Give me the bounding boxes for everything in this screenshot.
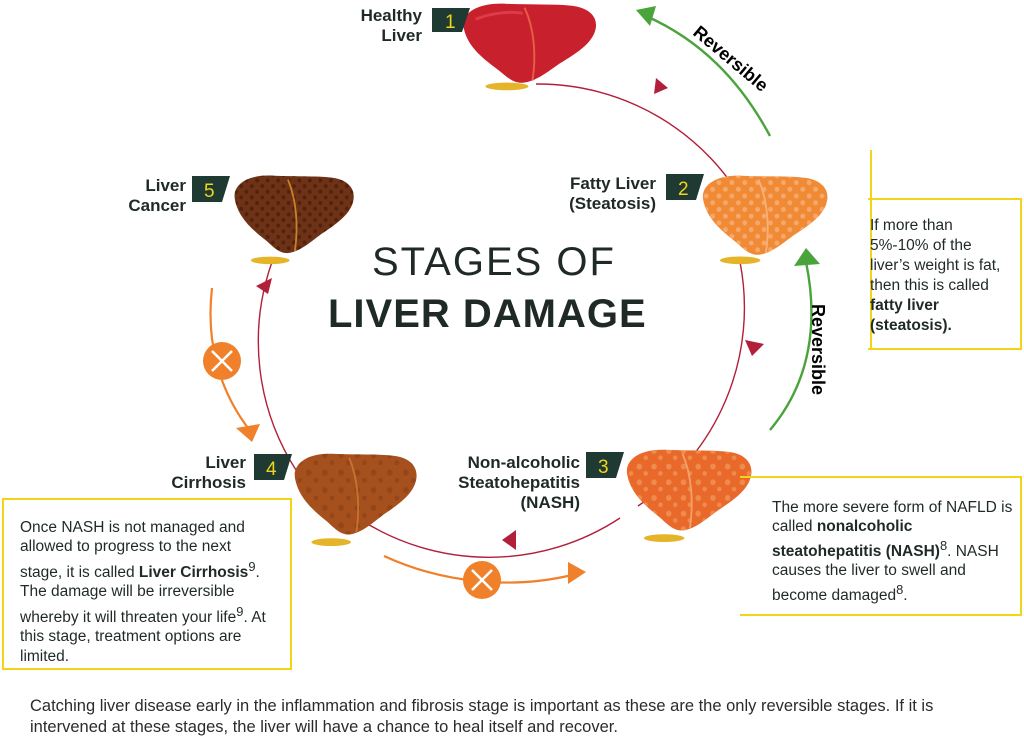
stage-label-fatty: Fatty Liver(Steatosis)	[569, 174, 656, 213]
cross-circle-icon	[203, 342, 241, 380]
stage-badge: 3	[586, 452, 624, 478]
liver-nash-icon	[626, 449, 752, 543]
stage-badge: 5	[192, 176, 230, 202]
arrowhead-icon	[568, 562, 586, 584]
note-fatty-connector	[870, 150, 872, 350]
arrowhead-icon	[502, 530, 516, 550]
note-cirrhosis-text: Once NASH is not managed and allowed to …	[20, 519, 266, 665]
liver-healthy-icon	[463, 3, 597, 91]
note-nash-edge	[740, 476, 742, 616]
note-fatty-text: If more than 5%-10% of the liver’s weigh…	[870, 217, 1001, 334]
svg-text:1: 1	[445, 12, 456, 33]
arrowhead-icon	[745, 340, 764, 356]
reversible-label: Reversible	[808, 304, 828, 395]
arrowhead-icon	[654, 78, 668, 94]
cross-circle-icon	[463, 561, 501, 599]
irreversible-arrows	[203, 287, 586, 599]
liver-cancer-icon	[234, 175, 354, 265]
liver-fatty-icon	[702, 175, 828, 265]
stage-badge: 4	[254, 454, 292, 480]
arrowhead-icon	[636, 6, 656, 26]
note-fatty-liver	[868, 198, 1022, 350]
note-cirrhosis	[2, 498, 292, 670]
stage-badge: 1	[432, 8, 470, 33]
svg-text:4: 4	[266, 459, 277, 480]
svg-text:3: 3	[598, 457, 609, 478]
liver-cirrhosis-icon	[294, 453, 417, 547]
note-fatty-frame	[868, 198, 1022, 350]
svg-text:2: 2	[678, 179, 689, 200]
arrowhead-icon	[794, 248, 820, 266]
note-nash-text: The more severe form of NAFLD is called …	[772, 499, 1013, 605]
title-line-2: LIVER DAMAGE	[328, 292, 647, 336]
arrowhead-icon	[256, 278, 272, 294]
title-line-1: STAGES OF	[372, 240, 616, 284]
reversible-arrows	[636, 6, 820, 431]
footer-text: Catching liver disease early in the infl…	[30, 697, 934, 736]
reversible-label: Reversible	[689, 22, 772, 96]
arrowhead-icon	[236, 424, 260, 442]
note-nash	[740, 476, 1022, 616]
stage-badge: 2	[666, 174, 704, 200]
svg-text:5: 5	[204, 181, 215, 202]
